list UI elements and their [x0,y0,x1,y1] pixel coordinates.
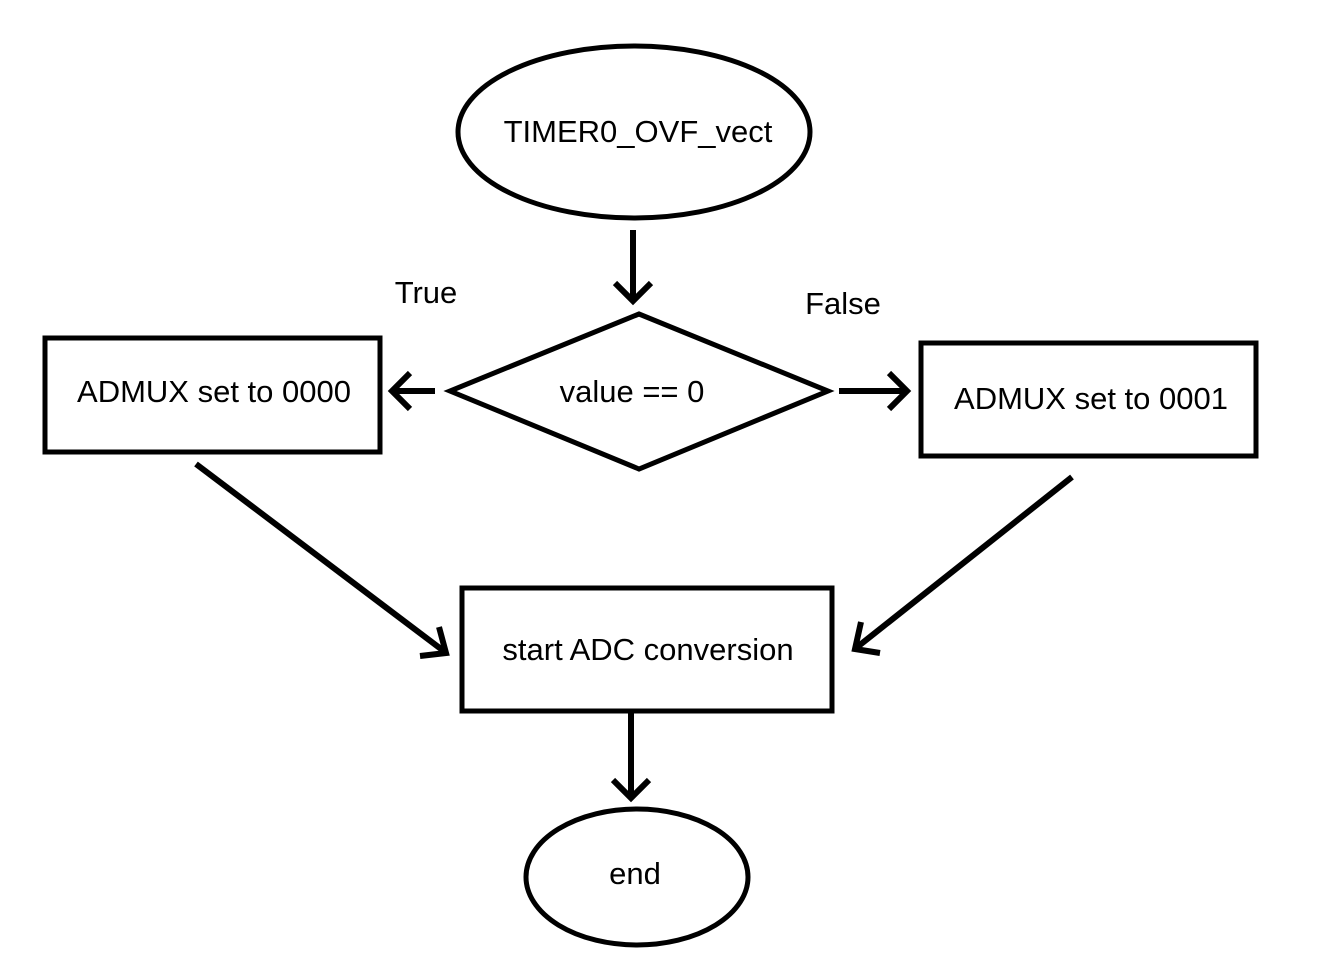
arrowhead [419,626,450,659]
edge-set-0000-to-start-adc [194,461,450,659]
arrowhead [610,777,652,803]
arrowhead [886,370,912,412]
edge-start-adc-to-end [610,711,652,803]
edge-label-true: True [395,275,458,310]
start-label: TIMER0_OVF_vect [504,114,773,149]
arrowhead [851,621,881,656]
start-adc-box [459,585,835,714]
decision-label: value == 0 [560,374,705,409]
node-set-0001: ADMUX set to 0001 [918,340,1259,459]
edge-label-false: False [805,286,881,321]
node-start: TIMER0_OVF_vect [455,43,813,221]
decision-diamond [443,311,835,472]
node-set-0000: ADMUX set to 0000 [42,335,383,455]
start-ellipse [455,43,813,221]
node-decision: value == 0 [443,311,835,472]
set-0000-box [42,335,383,455]
start-adc-label: start ADC conversion [502,632,793,667]
arrowhead [387,370,413,412]
set-0001-label: ADMUX set to 0001 [954,381,1228,416]
edge-decision-to-set-0001 [839,370,912,412]
set-0001-box [918,340,1259,459]
end-label: end [609,856,661,891]
end-ellipse [523,806,751,948]
edge-line [194,461,447,655]
arrowhead [612,280,654,306]
set-0000-label: ADMUX set to 0000 [77,374,351,409]
edge-set-0001-to-start-adc [851,474,1074,656]
node-start-adc: start ADC conversion [459,585,835,714]
edge-start-to-decision [612,230,654,306]
edge-line [854,474,1074,651]
node-end: end [523,806,751,948]
edge-decision-to-set-0000 [387,370,435,412]
